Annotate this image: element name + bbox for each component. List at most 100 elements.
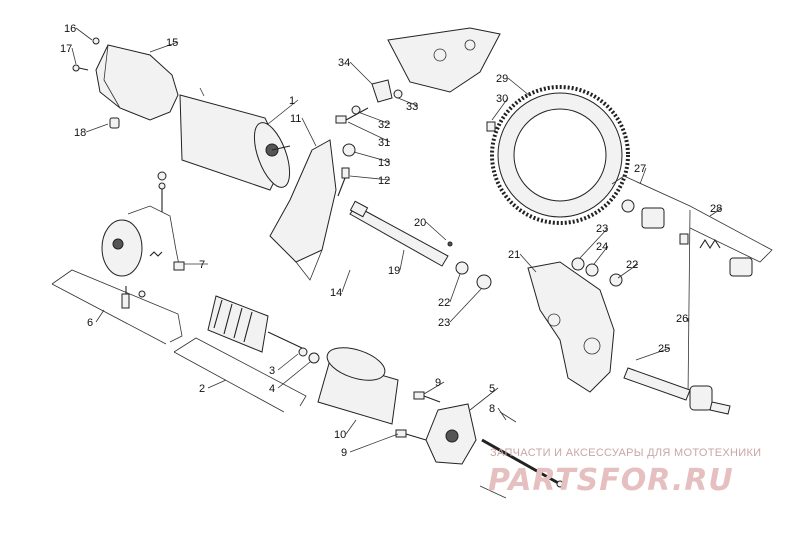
watermark-logo: PARTSFOR.RU (488, 463, 734, 498)
part-armature (207, 295, 303, 353)
group-outline-5 (479, 411, 517, 499)
part-ring-gear (490, 85, 630, 225)
callout-label: 22 (626, 259, 638, 271)
part-end-cap-5 (425, 403, 477, 465)
leader-line (635, 347, 671, 361)
leader-line (399, 249, 405, 271)
leader-line (491, 97, 509, 121)
part-washer-33 (393, 89, 403, 99)
callout-label: 23 (596, 223, 608, 235)
leader-line (301, 117, 317, 147)
leader-line (75, 27, 93, 41)
leader-line (593, 245, 609, 265)
part-pin-20 (447, 241, 453, 247)
part-brush-6 (121, 286, 146, 309)
leader-line (71, 47, 77, 65)
part-washer-3 (298, 347, 308, 357)
part-washer-22-a (455, 261, 469, 275)
part-screw-16 (92, 37, 100, 45)
callout-label: 5 (489, 383, 495, 395)
part-washer-22-b (609, 273, 623, 287)
callout-label: 10 (334, 429, 346, 441)
group-outline-26 (611, 175, 773, 397)
part-bolt-9-a (413, 391, 441, 403)
callout-label: 33 (406, 101, 418, 113)
leader-line (349, 433, 399, 453)
callout-label: 23 (438, 317, 450, 329)
callout-label: 27 (634, 163, 646, 175)
leader-line (345, 419, 357, 435)
leader-line (277, 353, 299, 371)
part-drive-shaft-25 (623, 367, 731, 415)
callout-label: 31 (378, 137, 390, 149)
part-washer-23-b (571, 257, 585, 271)
leader-line (349, 175, 391, 181)
callout-label: 25 (658, 343, 670, 355)
callout-label: 16 (64, 23, 76, 35)
callout-label: 20 (414, 217, 426, 229)
leader-line (357, 111, 391, 125)
callout-label: 30 (496, 93, 508, 105)
callout-label: 28 (710, 203, 722, 215)
leader-line (423, 381, 445, 395)
callout-label: 34 (338, 57, 350, 69)
callout-label: 15 (166, 37, 178, 49)
leader-line (149, 41, 179, 53)
callout-label: 11 (290, 113, 301, 125)
callout-label: 6 (87, 317, 93, 329)
callout-label: 19 (388, 265, 400, 277)
part-shaft-19 (349, 200, 449, 267)
leader-line (397, 97, 419, 107)
leader-line (639, 167, 647, 185)
leader-line (617, 263, 639, 279)
leader-line (519, 253, 537, 273)
callout-label: 3 (269, 365, 275, 377)
callout-label: 32 (378, 119, 390, 131)
leader-line (95, 309, 105, 323)
part-terminal-bolt (157, 171, 167, 212)
callout-label: 18 (74, 127, 86, 139)
callout-label: 17 (60, 43, 72, 55)
part-mount-bracket-11 (269, 139, 337, 281)
part-brush-plate (101, 205, 185, 277)
callout-label: 12 (378, 175, 390, 187)
callout-label: 8 (489, 403, 495, 415)
leader-line (85, 123, 109, 133)
part-bolt-30 (486, 121, 496, 132)
group-outline-6 (51, 269, 183, 345)
leader-line (449, 273, 461, 303)
callout-label: 4 (269, 383, 275, 395)
leader-line (425, 221, 447, 241)
callout-label: 14 (330, 287, 342, 299)
group-outline-2 (173, 337, 307, 413)
leader-line (497, 407, 507, 421)
part-washer-24 (585, 263, 599, 277)
part-drive-housing-21 (527, 261, 615, 393)
callout-label: 2 (199, 383, 205, 395)
leader-line (449, 287, 483, 323)
leader-line (579, 227, 609, 259)
callout-label: 21 (508, 249, 520, 261)
part-washer-4 (308, 352, 320, 364)
callout-label: 24 (596, 241, 608, 253)
part-bushing-18 (109, 117, 120, 129)
part-pinion-27 (621, 199, 665, 229)
callout-label: 29 (496, 73, 508, 85)
callout-label: 13 (378, 157, 390, 169)
part-housing-10 (317, 347, 399, 425)
leader-line (469, 387, 499, 411)
part-cover-shield (95, 44, 179, 121)
part-bolt-9-b (395, 429, 427, 441)
leader-line (277, 361, 311, 389)
callout-label: 9 (435, 377, 441, 389)
part-nut-13 (342, 143, 356, 157)
leader-line (341, 269, 351, 293)
callout-label: 1 (289, 95, 295, 107)
leader-line (507, 77, 531, 97)
watermark-tagline: ЗАПЧАСТИ И АКСЕССУАРЫ ДЛЯ МОТОТЕХНИКИ (490, 447, 761, 459)
part-bolt-31 (335, 107, 369, 124)
part-bolt-12 (337, 167, 350, 197)
